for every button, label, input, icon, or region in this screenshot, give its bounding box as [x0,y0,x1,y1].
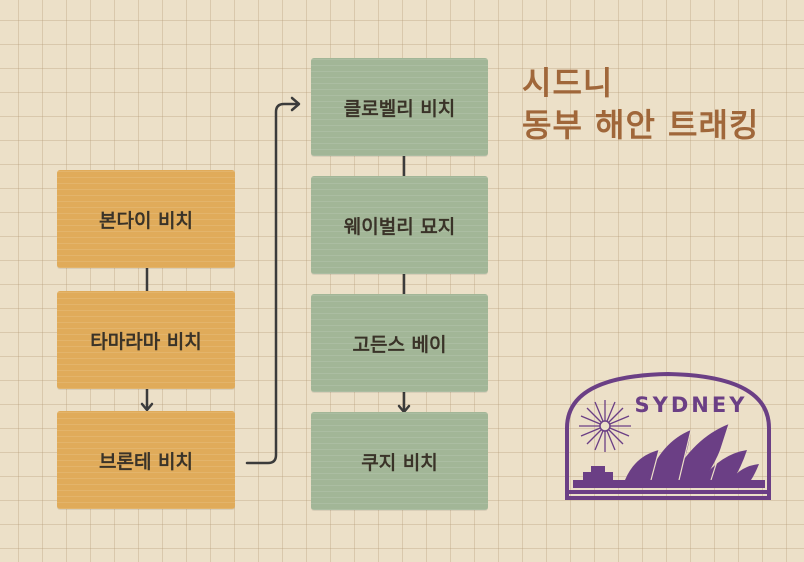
arrowhead-clovelly [290,96,301,112]
node-label: 쿠지 비치 [361,451,438,474]
node-bronte-beach: 브론테 비치 [57,411,235,509]
opera-house-icon [569,423,767,494]
node-label: 클로벨리 비치 [343,97,456,120]
node-label: 본다이 비치 [98,209,193,232]
node-bondi-beach: 본다이 비치 [57,170,235,268]
stamp-text: SYDNEY [635,393,748,417]
node-label: 타마라마 비치 [90,330,202,353]
page-title: 시드니 동부 해안 트래킹 [522,62,759,146]
connector-bronte-clovelly [245,102,300,465]
node-clovelly-beach: 클로벨리 비치 [311,58,488,156]
title-line-1: 시드니 [522,64,614,102]
sydney-stamp: SYDNEY [565,371,771,500]
sunburst-icon [579,400,631,452]
node-label: 고든스 베이 [352,333,447,356]
node-gordons-bay: 고든스 베이 [311,294,488,392]
node-coogee-beach: 쿠지 비치 [311,412,488,510]
node-label: 웨이벌리 묘지 [343,215,456,238]
title-line-2: 동부 해안 트래킹 [522,106,760,144]
arrowhead-bronte [140,402,154,412]
stamp-border [565,371,771,500]
node-tamarama-beach: 타마라마 비치 [57,291,235,389]
node-label: 브론테 비치 [98,450,193,473]
node-waverley-cemetery: 웨이벌리 묘지 [311,176,488,274]
